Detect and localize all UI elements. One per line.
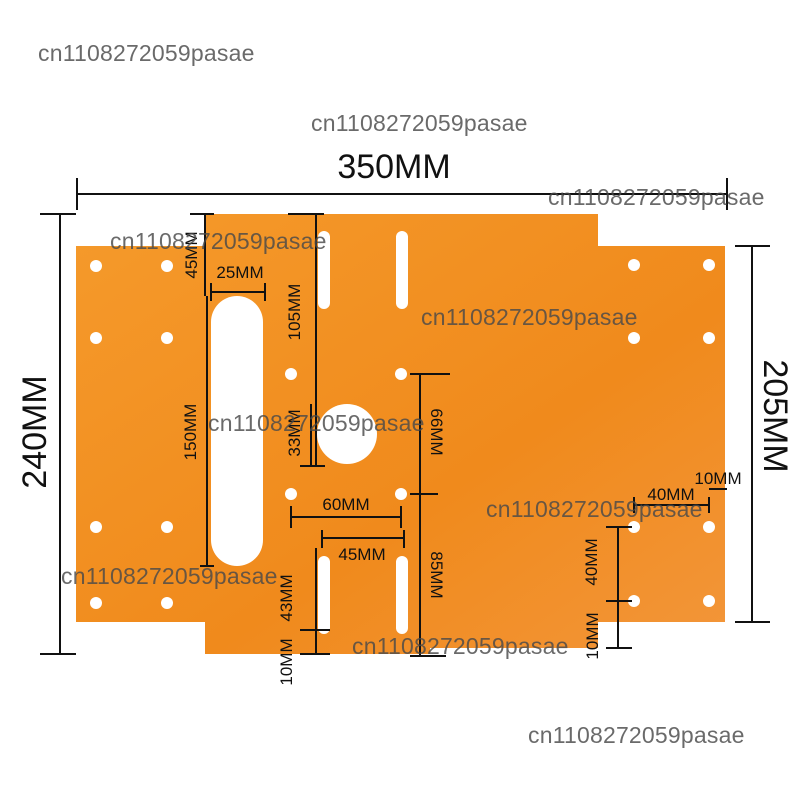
hole — [90, 260, 102, 272]
dim-slot-length: 150MM — [181, 404, 200, 461]
hole — [703, 259, 715, 271]
dim-lower-slot-bottom: 10MM — [277, 638, 296, 685]
dim-lower-slot-length: 43MM — [277, 574, 296, 621]
dim-right-hole-spacing-h: 40MM — [647, 485, 694, 504]
hole — [161, 332, 173, 344]
watermark: cn1108272059pasae — [311, 110, 528, 136]
watermark: cn1108272059pasae — [61, 563, 278, 589]
hole — [161, 521, 173, 533]
hole — [90, 597, 102, 609]
dim-right-hole-spacing-v: 40MM — [582, 538, 601, 585]
hole — [161, 597, 173, 609]
hole — [395, 368, 407, 380]
dim-slot-width: 25MM — [216, 263, 263, 282]
dim-center-vertical: 66MM — [427, 408, 446, 455]
dim-lower-slot-spacing: 45MM — [338, 545, 385, 564]
hole — [395, 488, 407, 500]
dimension-labels: 350MM 240MM 205MM 45MM 25MM 150MM 105MM … — [16, 148, 794, 686]
dimension-lines — [40, 178, 770, 657]
watermark: cn1108272059pasae — [421, 304, 638, 330]
upper-slot-right — [396, 231, 408, 309]
hole — [285, 488, 297, 500]
dim-right-edge-offset: 10MM — [694, 469, 741, 488]
lower-slot-left — [318, 556, 330, 634]
upper-slot-left — [318, 231, 330, 309]
watermark: cn1108272059pasae — [110, 228, 327, 254]
dim-slot-top-offset: 45MM — [182, 231, 201, 278]
hole — [161, 260, 173, 272]
watermark: cn1108272059pasae — [486, 496, 703, 522]
lower-slot-right — [396, 556, 408, 634]
dim-right-bottom-offset: 10MM — [583, 612, 602, 659]
dim-overall-height: 240MM — [16, 375, 54, 488]
watermark: cn1108272059pasae — [38, 40, 255, 66]
hole — [703, 332, 715, 344]
hole — [628, 332, 640, 344]
hole — [703, 595, 715, 607]
dim-right-height: 205MM — [756, 359, 794, 472]
mounting-holes — [90, 259, 715, 609]
watermark: cn1108272059pasae — [208, 410, 425, 436]
hole — [628, 595, 640, 607]
hole — [90, 332, 102, 344]
dim-overall-width: 350MM — [337, 148, 450, 186]
watermark: cn1108272059pasae — [548, 184, 765, 210]
hole — [285, 368, 297, 380]
dim-circle-offset: 33MM — [285, 409, 304, 456]
dim-upper-slot-length: 105MM — [285, 284, 304, 341]
long-slot — [211, 296, 263, 566]
dim-lower-vertical: 85MM — [427, 551, 446, 598]
dim-hole-spacing-horizontal: 60MM — [322, 495, 369, 514]
hole — [628, 259, 640, 271]
watermark: cn1108272059pasae — [528, 722, 745, 748]
center-circle-hole — [317, 404, 377, 464]
hole — [90, 521, 102, 533]
hole — [628, 521, 640, 533]
hole — [703, 521, 715, 533]
watermark: cn1108272059pasae — [352, 633, 569, 659]
